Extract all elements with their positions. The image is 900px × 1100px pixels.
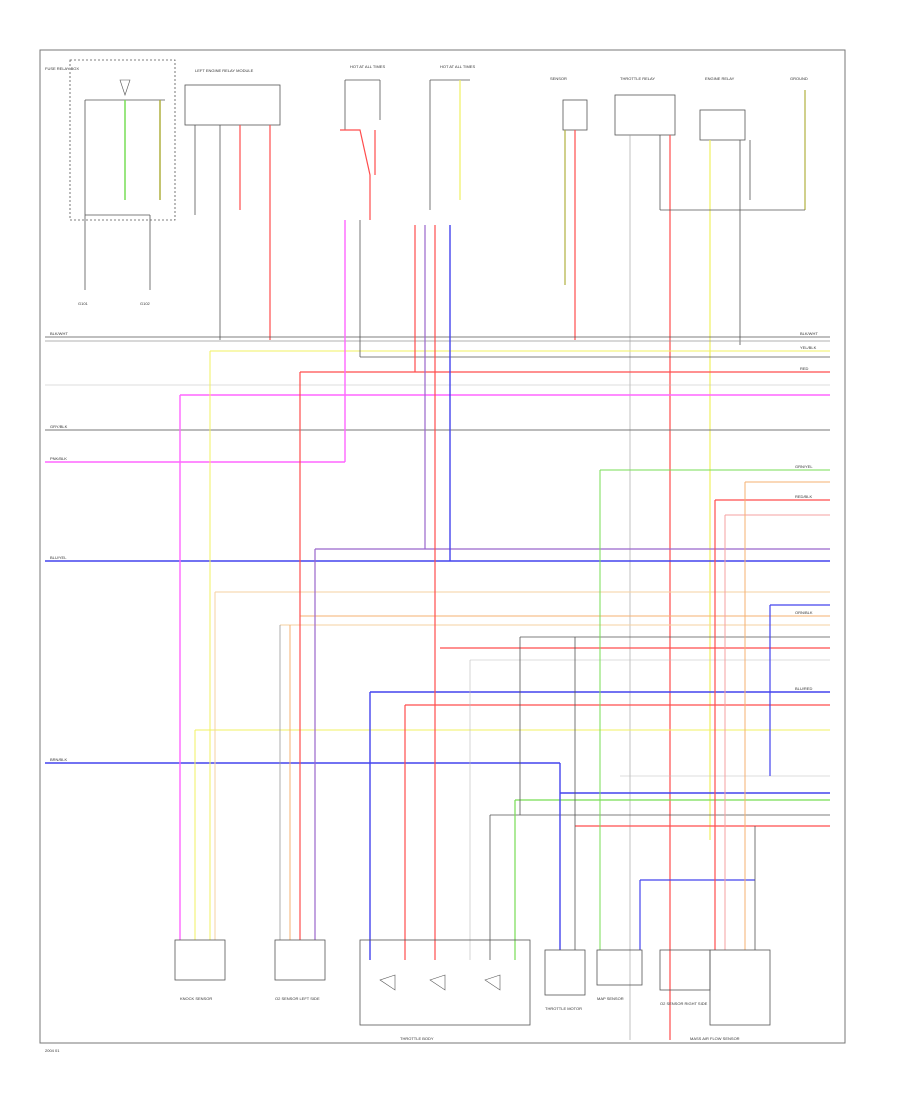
wire-label-8: GRN/YEL xyxy=(795,464,813,469)
wire-label-11: BLU/RED xyxy=(795,686,812,691)
knock-sensor-label: KNOCK SENSOR xyxy=(180,996,212,1001)
wire-label-7: BLU/YEL xyxy=(50,555,67,560)
ground-label-1: G101 xyxy=(78,301,89,306)
o2-sensor-left-label: O2 SENSOR LEFT SIDE xyxy=(275,996,320,1001)
wire-label-3: YEL/BLK xyxy=(800,345,817,350)
diagram-border xyxy=(39,49,846,1044)
ground-label-2: G102 xyxy=(140,301,151,306)
o2-sensor-left: O2 SENSOR LEFT SIDE xyxy=(274,939,326,1001)
o2-sensor-right-label: O2 SENSOR RIGHT SIDE xyxy=(660,1001,708,1006)
wire-label-9: RED/BLK xyxy=(795,494,812,499)
engine-relay-label: ENGINE RELAY xyxy=(705,76,735,81)
sensor-label: SENSOR xyxy=(550,76,567,81)
left-engine-relay-module: LEFT ENGINE RELAY MODULE xyxy=(184,68,281,340)
wire-label-1: BLK/WHT xyxy=(50,331,68,336)
wire-label-4: RED xyxy=(800,366,809,371)
horizontal-buses xyxy=(45,336,830,881)
throttle-body-label: THROTTLE BODY xyxy=(400,1036,434,1041)
hot-1-label: HOT AT ALL TIMES xyxy=(350,64,385,69)
fuse-box-label: FUSE RELAY BOX xyxy=(45,66,79,71)
throttle-motor-label: THROTTLE MOTOR xyxy=(545,1006,582,1011)
wire-label-2: BLK/WHT xyxy=(800,331,818,336)
wire-label-12: BRN/BLK xyxy=(50,757,67,762)
ground-right-label: GROUND xyxy=(790,76,808,81)
wire-label-10: ORN/BLK xyxy=(795,610,813,615)
wire-label-6: GRY/BLK xyxy=(50,424,68,429)
page-label: 2004 01 xyxy=(45,1048,60,1053)
knock-sensor: KNOCK SENSOR xyxy=(174,939,226,1001)
hot-at-all-times-2: HOT AT ALL TIMES xyxy=(429,64,475,210)
engine-relay: ENGINE RELAY xyxy=(699,76,751,840)
hot-2-label: HOT AT ALL TIMES xyxy=(440,64,475,69)
o2-sensor-right: O2 SENSOR RIGHT SIDE xyxy=(659,949,711,1006)
throttle-relay: THROTTLE RELAY xyxy=(614,76,676,1040)
mass-air-flow-sensor: MASS AIR FLOW SENSOR xyxy=(690,949,771,1041)
left-engine-relay-label: LEFT ENGINE RELAY MODULE xyxy=(195,68,254,73)
map-sensor-label: MAP SENSOR xyxy=(597,996,624,1001)
map-sensor: MAP SENSOR xyxy=(596,949,643,1001)
wire-labels: BLK/WHT BLK/WHT YEL/BLK RED PNK/BLK GRY/… xyxy=(50,331,818,762)
ground-right: GROUND xyxy=(660,76,808,211)
mass-air-flow-label: MASS AIR FLOW SENSOR xyxy=(690,1036,740,1041)
hot-at-all-times-1: HOT AT ALL TIMES xyxy=(340,64,385,220)
sensor-component: SENSOR xyxy=(550,76,588,340)
fuse-relay-box: FUSE RELAY BOX xyxy=(45,59,176,221)
throttle-body: THROTTLE BODY xyxy=(359,939,531,1041)
vertical-wires xyxy=(179,220,771,960)
throttle-motor: THROTTLE MOTOR xyxy=(544,949,586,1011)
throttle-relay-label: THROTTLE RELAY xyxy=(620,76,655,81)
wire-label-5: PNK/BLK xyxy=(50,456,67,461)
